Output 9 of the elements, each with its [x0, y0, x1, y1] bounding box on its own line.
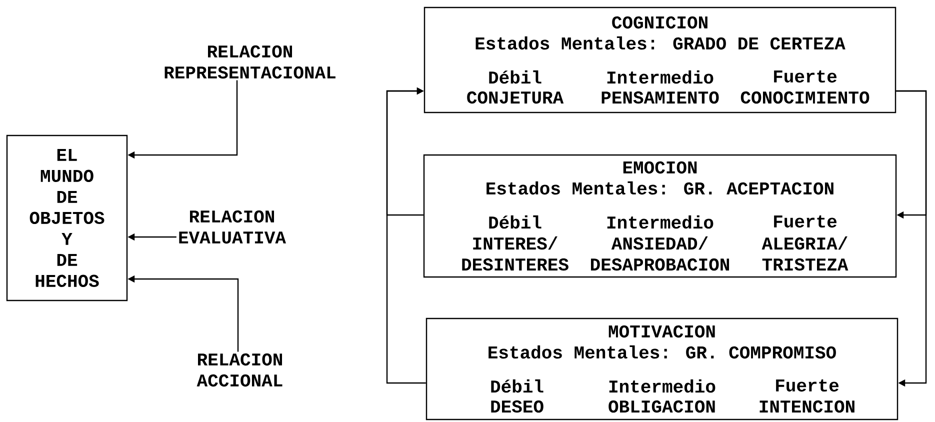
- relation-label: RELACION REPRESENTACIONAL: [164, 45, 336, 79]
- arrow: [896, 90, 927, 387]
- state-box: EMOCION Estados Mentales: GR. ACEPTACION Débil Intermedio Fuerte INTERES/ DESINTERES ANSIEDAD/ DESAPROBACION ALEGRIA/ TRISTEZA: [423, 154, 897, 278]
- state-box: MOTIVACION Estados Mentales: GR. COMPROMISO Débil Intermedio Fuerte DESEO OBLIGACION INTENCION: [426, 318, 898, 420]
- world-box: EL MUNDO DE OBJETOS Y DE HECHOS: [6, 134, 128, 302]
- relation-label: RELACION ACCIONAL: [196, 353, 282, 387]
- relation-label: RELACION EVALUATIVA: [179, 210, 286, 244]
- state-box: COGNICION Estados Mentales: GRADO DE CERTEZA Débil Intermedio Fuerte CONJETURA PENSAMIENTO CONOCIMIENTO: [424, 6, 896, 114]
- arrow: [386, 87, 426, 384]
